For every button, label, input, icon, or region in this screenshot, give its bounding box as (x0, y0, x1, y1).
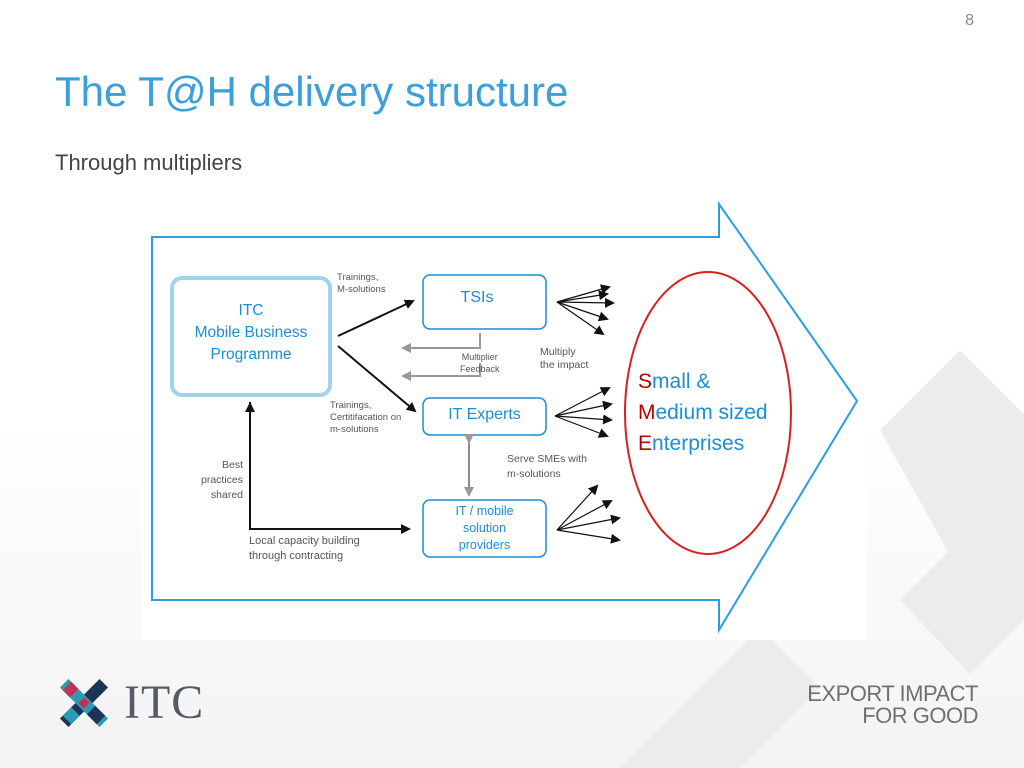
itc-line-3: Programme (210, 346, 292, 363)
fan-arrows-providers (556, 484, 621, 544)
arrow-feedback-1 (401, 333, 481, 353)
label-serve-smes: Serve SMEs with m-solutions (507, 453, 587, 480)
arrow-itc-to-experts (337, 345, 417, 413)
itc-wordmark: ITC (124, 676, 205, 729)
tagline-line-2: FOR GOOD (862, 703, 978, 728)
tagline-line-1: EXPORT IMPACT (807, 681, 978, 706)
arrow-feedback-2 (401, 363, 481, 381)
label-multiplier-feedback: Multiplier Feedback (460, 352, 500, 374)
delivery-diagram: ITC Mobile Business Programme TSIs IT Ex… (141, 196, 867, 640)
label-best-practices: Best practices shared (200, 459, 243, 501)
itc-line-1: ITC (238, 302, 264, 319)
label-multiply-impact: Multiply the impact (540, 346, 589, 371)
big-arrow-outline (151, 200, 859, 634)
tsis-box (422, 274, 547, 330)
slide-number: 8 (965, 12, 974, 29)
slide-title: The T@H delivery structure (55, 68, 569, 115)
label-trainings-msolutions: Trainings, M-solutions (337, 272, 386, 295)
tsis-label: TSIs (460, 289, 494, 306)
tagline: EXPORT IMPACT FOR GOOD (807, 683, 978, 727)
sme-line-1: Small & (638, 370, 711, 393)
experts-label: IT Experts (448, 406, 521, 423)
arrow-itc-to-tsis (337, 299, 415, 337)
providers-line-3: providers (458, 538, 511, 552)
itc-box (170, 276, 332, 397)
fan-arrows-tsis (556, 284, 615, 336)
itc-line-2: Mobile Business (194, 324, 308, 341)
label-trainings-certification: Trainings, Certitifacation on m-solution… (330, 400, 402, 435)
providers-box (422, 499, 547, 558)
experts-box (422, 397, 547, 436)
providers-line-1: IT / mobile (455, 504, 514, 518)
fan-arrows-experts (554, 387, 613, 438)
label-local-capacity: Local capacity building through contract… (249, 535, 360, 562)
providers-line-2: solution (462, 521, 507, 535)
sme-line-3: Enterprises (638, 432, 745, 455)
itc-logo-icon (59, 678, 109, 728)
sme-ellipse (624, 271, 792, 555)
slide-subtitle: Through multipliers (55, 150, 243, 175)
providers-label: IT / mobile solution providers (423, 503, 546, 554)
sme-label: Small & Medium sized Enterprises (638, 366, 768, 459)
itc-box-label: ITC Mobile Business Programme (172, 300, 330, 366)
sme-line-2: Medium sized (638, 401, 768, 424)
